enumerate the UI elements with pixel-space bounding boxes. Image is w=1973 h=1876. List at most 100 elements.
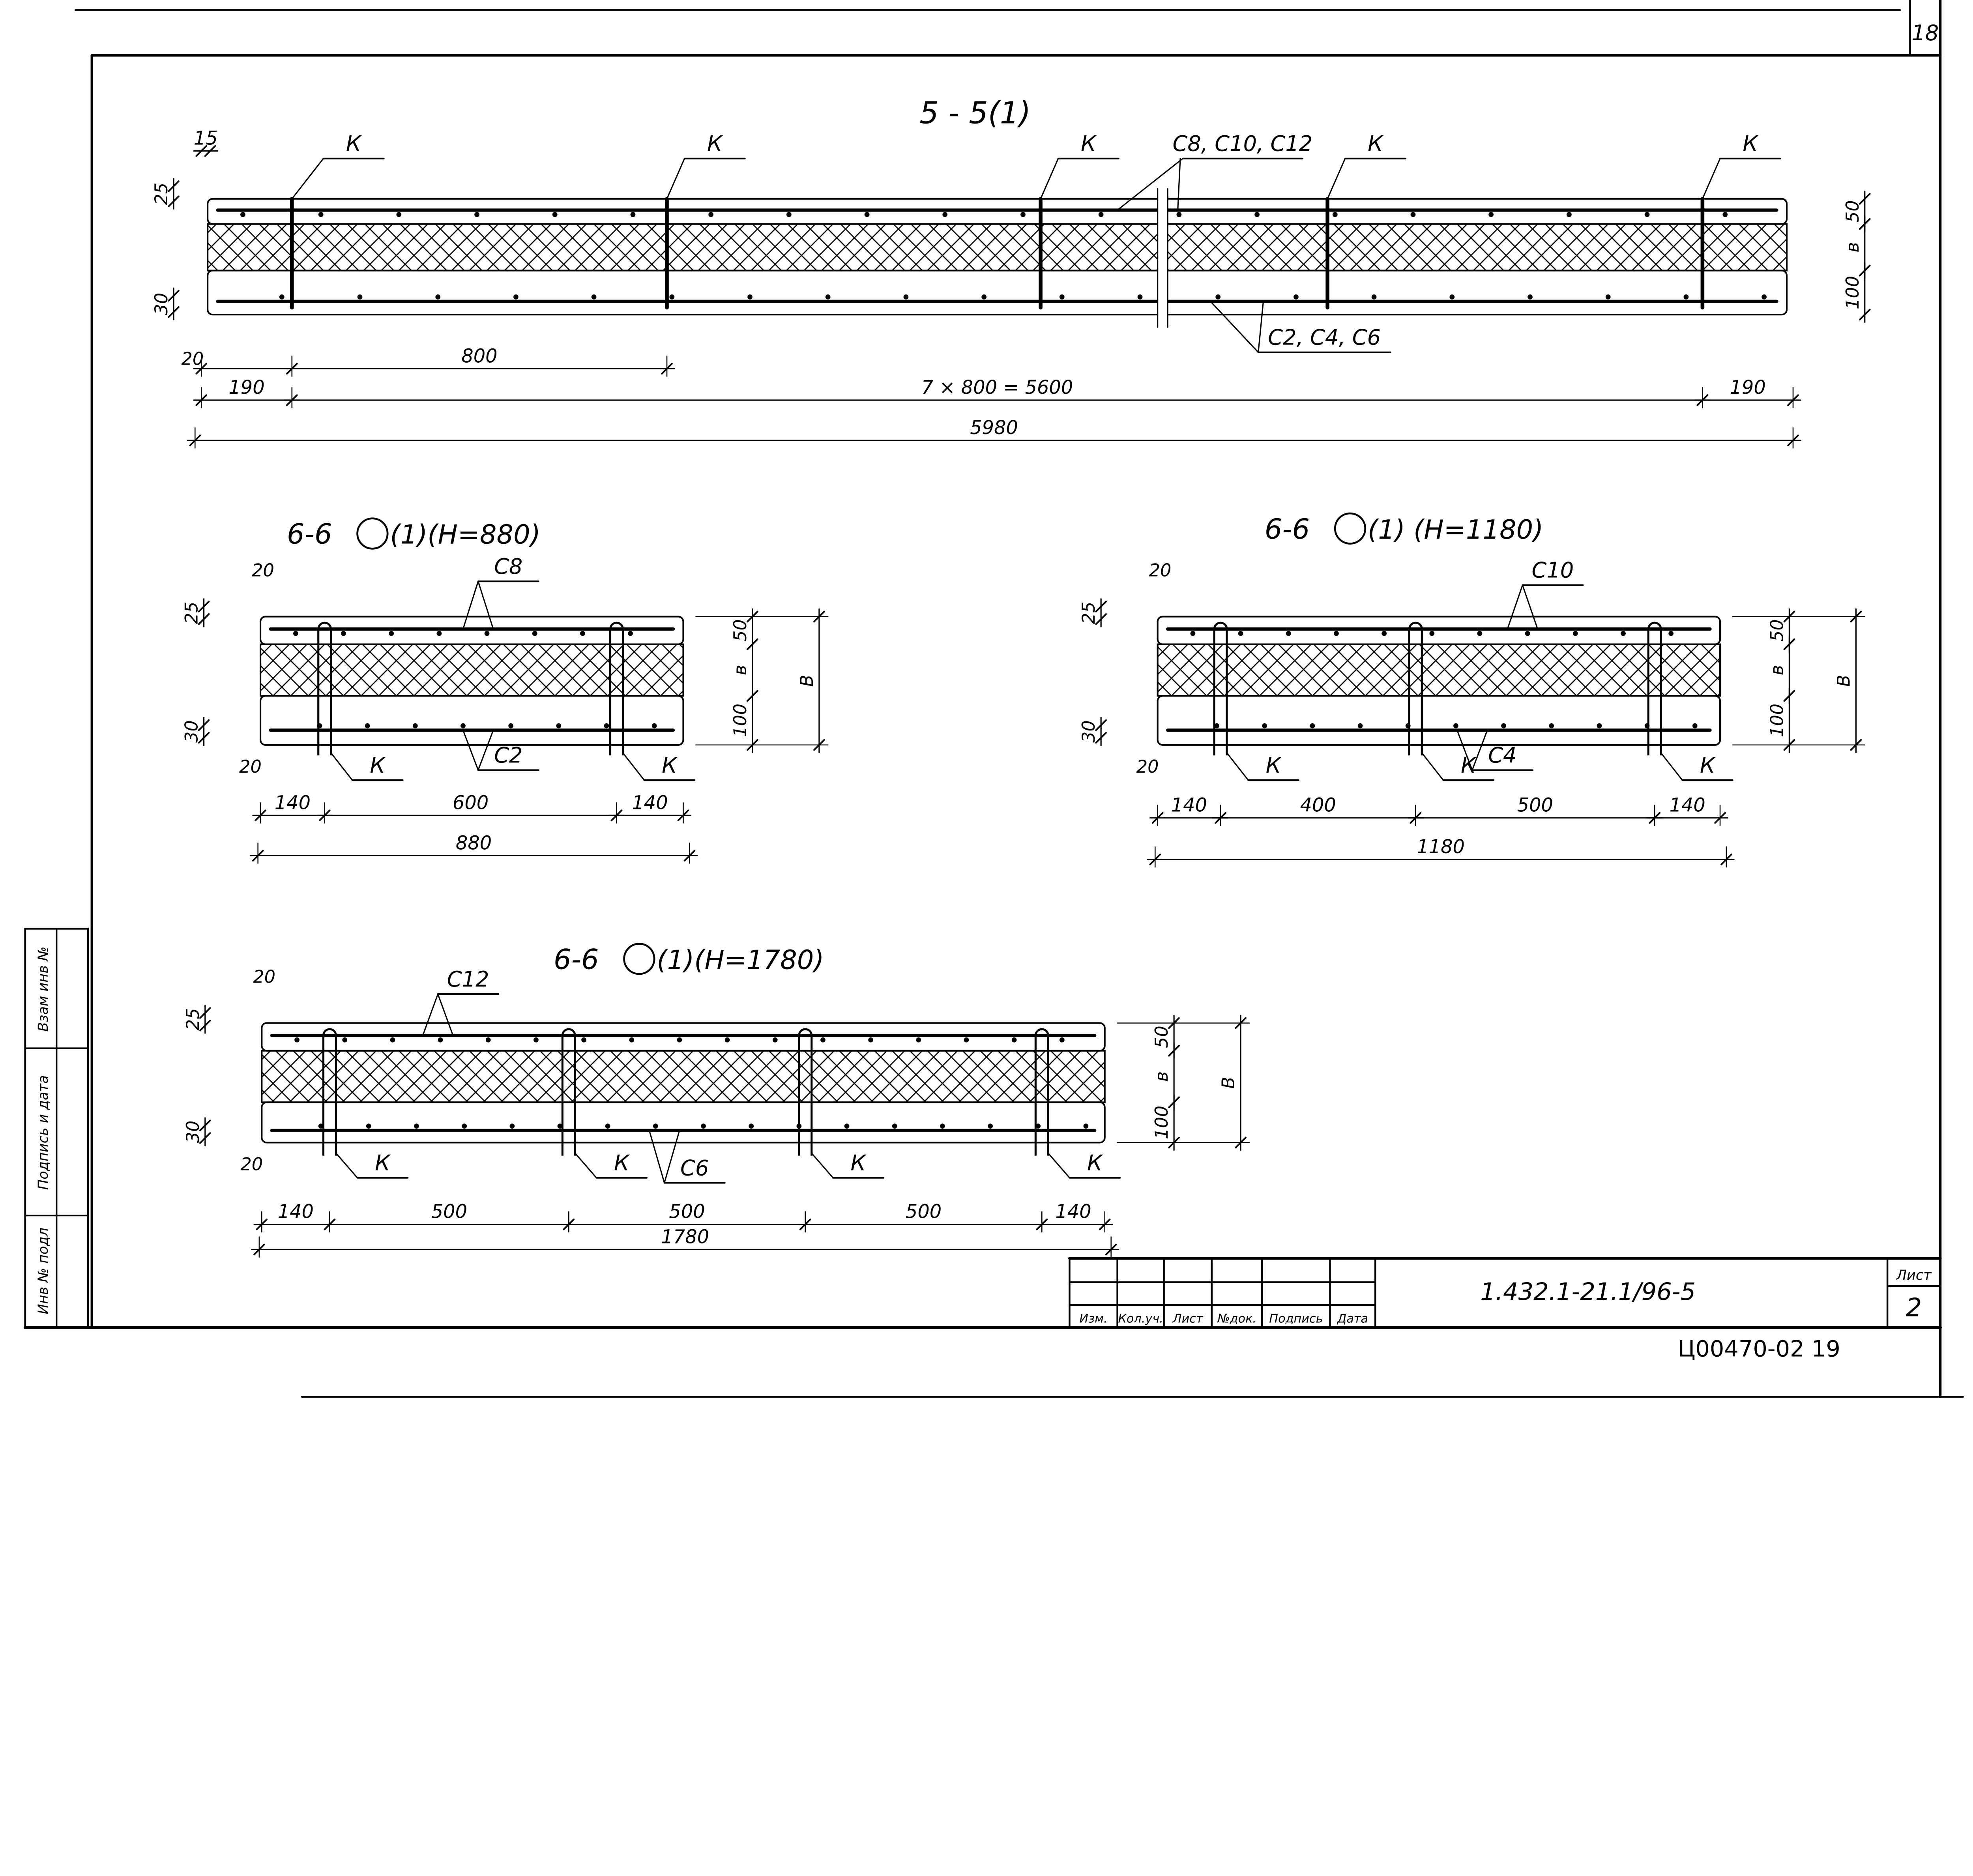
dimension-tick [199, 1120, 211, 1131]
top-bars-leader: С12 [422, 967, 499, 1036]
dimension: 880 [249, 832, 698, 864]
dimension-value: 880 [456, 832, 492, 854]
dimension-value: 25 [182, 602, 202, 624]
top-bar-dot [390, 1037, 395, 1043]
dimension: 50 [1767, 608, 1795, 653]
bottom-bar-dot [591, 294, 597, 300]
dimension: В [1833, 608, 1862, 753]
dimension-value: 1180 [1417, 836, 1465, 858]
top-bar-dot [1020, 212, 1026, 217]
top-bar-dot [1488, 212, 1494, 217]
leader-line [1471, 729, 1488, 771]
top-bar-dot [1332, 212, 1338, 217]
bottom-bar-dot [1597, 723, 1602, 728]
insulation-layer [261, 1050, 1106, 1103]
dimension-tick [1859, 264, 1871, 277]
dimension: 500 [321, 1201, 577, 1233]
k-frame-hairpin [1408, 622, 1423, 756]
dimension-value: В [797, 675, 817, 687]
section-title: 6-6 [554, 943, 599, 975]
top-bar-dot [485, 1037, 491, 1043]
k-frame-hairpin [317, 622, 332, 756]
bottom-bar-dot [653, 1123, 658, 1129]
leader-text: К [1266, 753, 1282, 778]
section-subtitle: (1)(Н=880) [390, 519, 541, 550]
dimension-value: 30 [151, 293, 172, 315]
top-bar-dot [1572, 631, 1578, 636]
top-bar-dot [708, 212, 714, 217]
leader-line [335, 1152, 358, 1179]
title-block-column-header: Дата [1337, 1312, 1368, 1326]
leader-line [1456, 729, 1473, 771]
dimension-tick [198, 613, 210, 625]
top-bar-dot [868, 1037, 874, 1043]
document-code: 1.432.1-21.1/96-5 [1480, 1278, 1696, 1306]
k-frame-hairpin [1647, 622, 1662, 756]
k-frame-hairpin [1213, 622, 1228, 756]
bottom-bar-dot [988, 1123, 993, 1129]
leader-text: С4 [1488, 743, 1516, 768]
top-bar-dot [864, 212, 870, 217]
dimension: 500 [797, 1201, 1050, 1233]
dimension: 400 [1212, 795, 1424, 826]
bottom-bar-dot [604, 723, 609, 728]
leader-text: К [370, 753, 386, 778]
section-title: 6-6 [287, 518, 332, 550]
bottom-bar-dot [892, 1123, 897, 1129]
dimension: 140 [1646, 795, 1728, 826]
bottom-bar-dot [1501, 723, 1506, 728]
sheet-frame: 18 [23, 0, 1964, 1398]
dimension-value: 500 [1517, 795, 1553, 816]
dimension-value: 600 [453, 792, 489, 814]
bottom-bar-dot [1035, 1123, 1041, 1129]
dimension-value: 7 × 800 = 5600 [921, 377, 1073, 399]
dimension-value: 50 [1842, 200, 1863, 223]
top-bar-dot [342, 1037, 348, 1043]
dimension-value: 800 [461, 345, 497, 367]
leader-text: С6 [680, 1155, 709, 1180]
leader-line [1040, 158, 1059, 200]
leader-line [622, 752, 645, 781]
bottom-bar-dot [1761, 294, 1767, 300]
leader-text: С8, С10, С12 [1173, 131, 1313, 156]
k-leader: К [574, 1151, 648, 1179]
top-bar-dot [942, 212, 948, 217]
top-bar-dot [772, 1037, 778, 1043]
dimension-tick [1859, 309, 1871, 321]
dimension: 30 [183, 1117, 211, 1146]
leader-line [422, 993, 439, 1036]
dimension: в [730, 636, 758, 704]
bottom-bar-dot [462, 1123, 467, 1129]
top-bar-dot [964, 1037, 969, 1043]
bottom-bar-dot [318, 1123, 324, 1129]
dimension-tick [168, 290, 180, 302]
leader-text: С2 [494, 743, 522, 768]
section-title: 5 - 5(1) [919, 95, 1031, 131]
dimension-value: 20 [239, 756, 262, 777]
top-bar-dot [1098, 212, 1104, 217]
leader-text: С2, С4, С6 [1268, 325, 1381, 350]
section-title: 6-6 [1265, 513, 1310, 545]
stamp-label-signature-date: Подпись и дата [35, 1075, 51, 1190]
dimension-value: в [1767, 665, 1787, 675]
dimension: 30 [151, 287, 180, 320]
dimension-value: 25 [1078, 602, 1099, 624]
dimension-value: 400 [1300, 795, 1336, 816]
dimension: 50 [1151, 1015, 1180, 1059]
bottom-bar-dot [981, 294, 986, 300]
bottom-bar-dot [556, 723, 562, 728]
dimension-value: 20 [252, 560, 274, 580]
dimension: 500 [1407, 795, 1663, 826]
k-leader: К [1327, 131, 1406, 200]
insulation-layer [1157, 643, 1721, 697]
k-leader: К [666, 131, 746, 200]
slab-section [260, 616, 684, 756]
dimension: 600 [316, 792, 625, 824]
bottom-bar-dot [669, 294, 675, 300]
leader-line [811, 1152, 834, 1179]
title-block-column-header: Кол.уч. [1118, 1312, 1163, 1326]
leader-text: К [346, 131, 362, 156]
dimension-tick [1850, 610, 1862, 623]
